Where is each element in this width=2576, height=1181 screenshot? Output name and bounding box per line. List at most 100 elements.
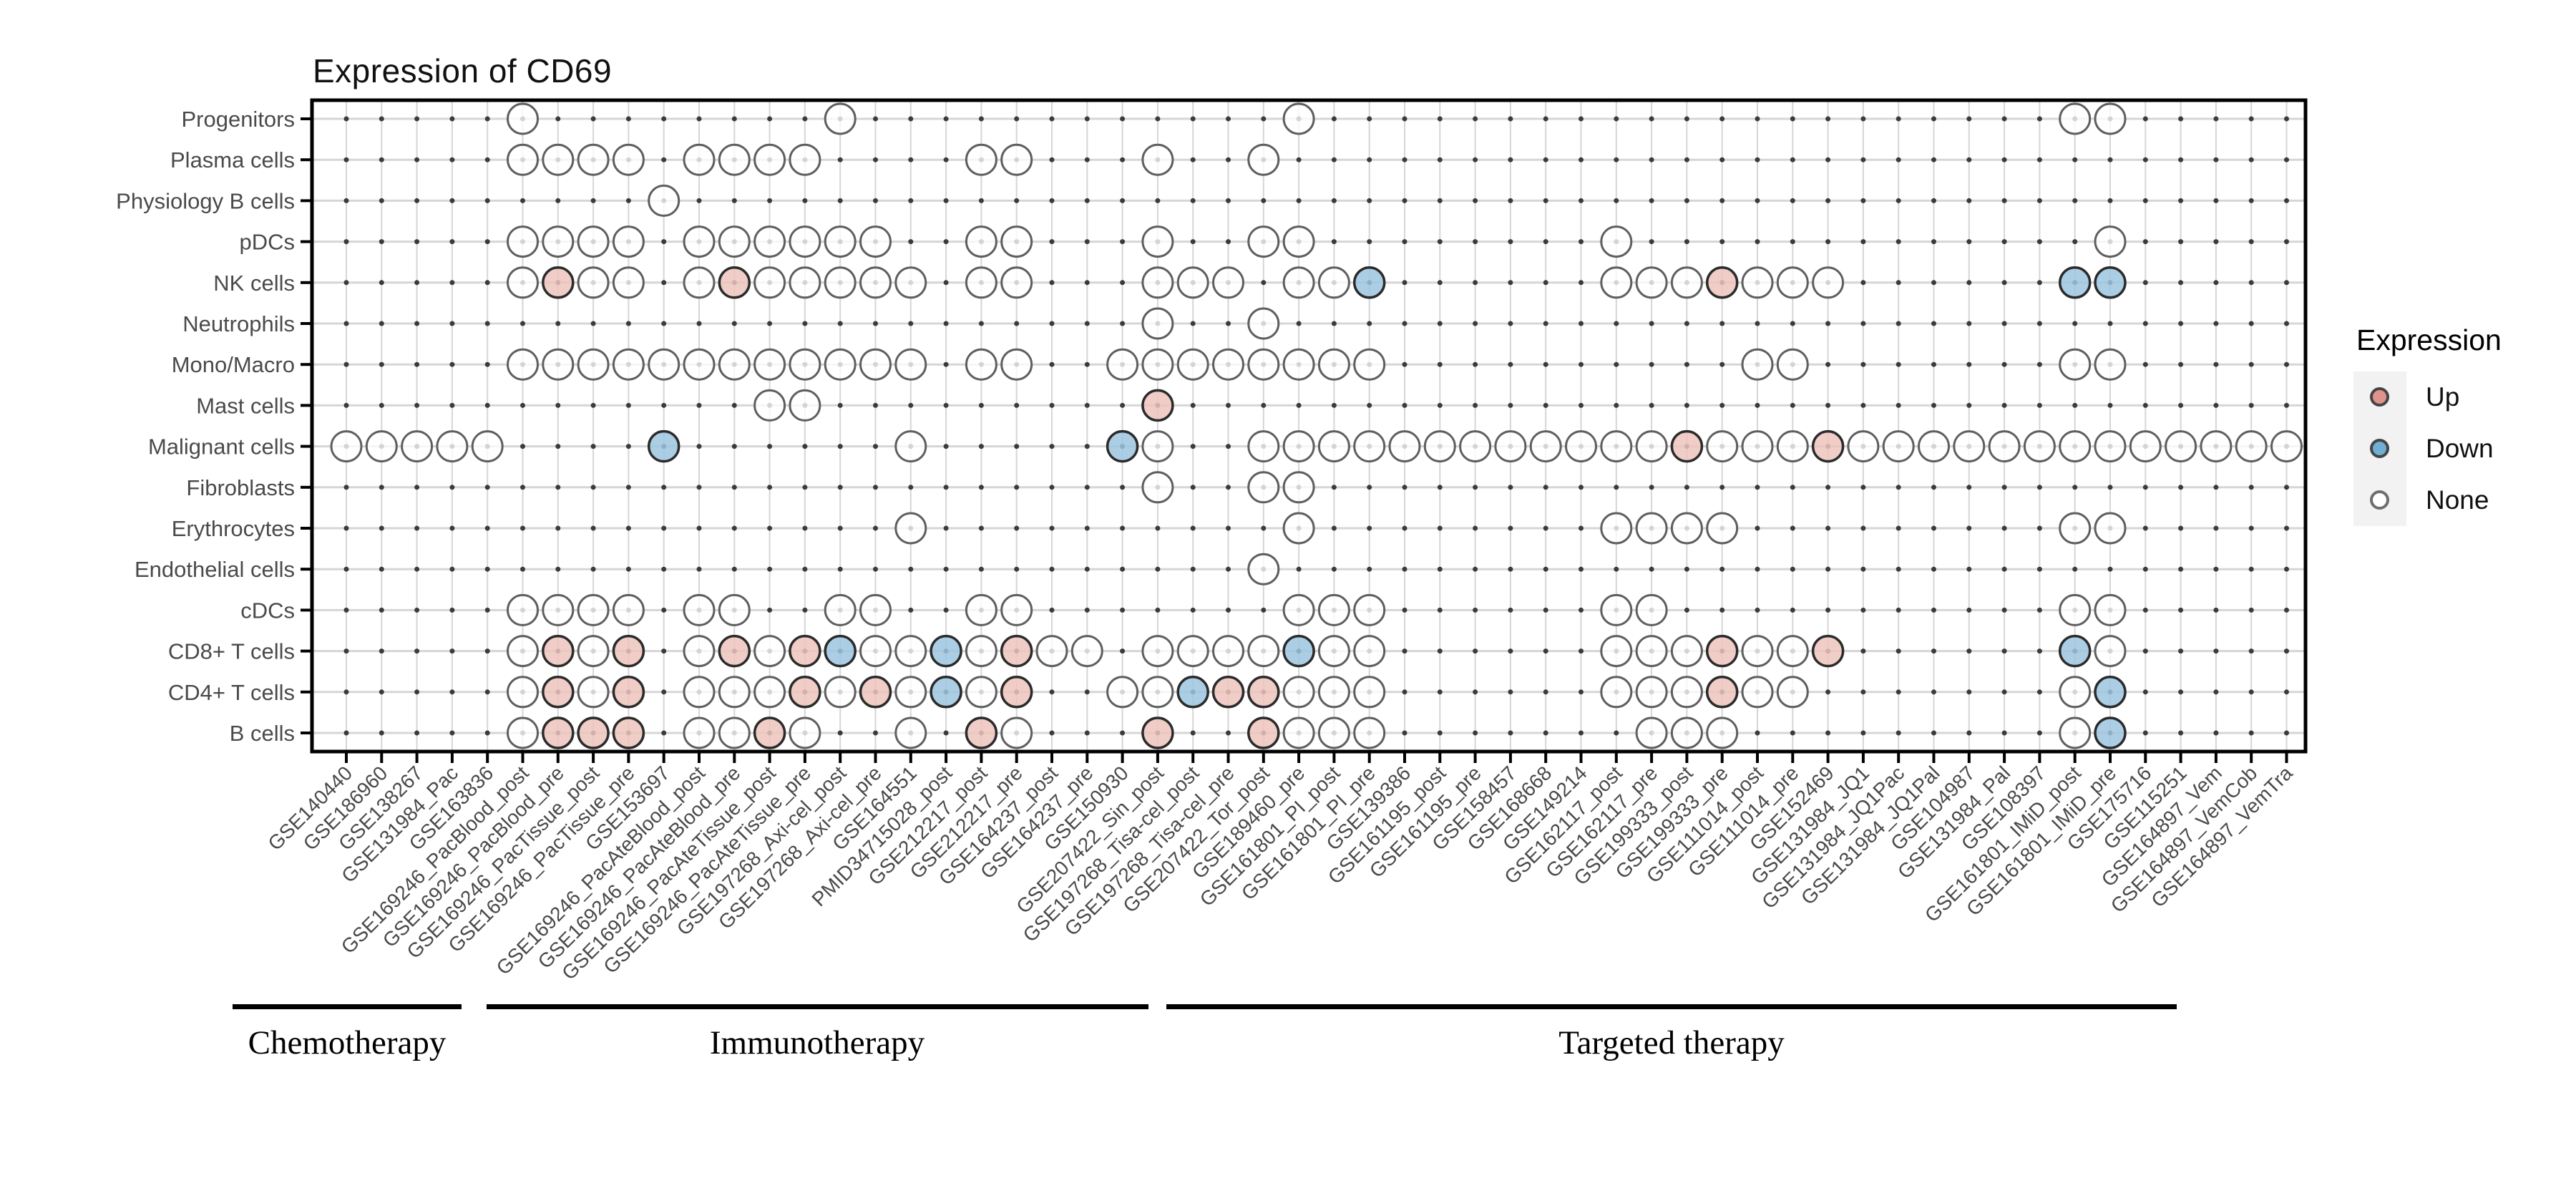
expression-dot-none [1141,348,1174,381]
immunotherapy-group-line [487,1004,1148,1009]
expression-dot-none [753,389,786,422]
expression-dot-none [1141,635,1174,668]
expression-dots [330,102,2303,749]
expression-dot-none [1918,430,1950,463]
expression-dot-none [965,266,997,299]
expression-dot-none [1353,430,1386,463]
expression-dot-none [365,430,398,463]
expression-dot-none [2094,102,2127,135]
expression-dot-none [683,266,716,299]
expression-dot-none [1247,348,1280,381]
expression-dot-none [1247,553,1280,585]
expression-dot-down [1352,266,1386,299]
expression-dot-none [965,348,997,381]
expression-dot-none [577,143,610,176]
expression-dot-none [1000,225,1033,258]
expression-dot-none [753,635,786,668]
expression-dot-none [894,635,927,668]
expression-dot-down [1282,634,1315,668]
chemotherapy-group-line [233,1004,462,1009]
expression-dot-none [648,184,680,217]
expression-dot-none [507,266,539,299]
row-label: Fibroblasts [186,475,295,500]
expression-dot-none [1317,676,1350,709]
expression-dot-up [1247,676,1280,709]
expression-dot-none [577,593,610,626]
expression-dot-none [612,266,645,299]
expression-dot-none [1247,430,1280,463]
expression-dot-none [1141,143,1174,176]
expression-dot-up [1211,676,1245,709]
expression-dot-none [789,389,821,422]
expression-dot-up [1000,676,1033,709]
expression-dot-none [1106,676,1139,709]
expression-dot-none [1212,266,1244,299]
expression-dot-none [1812,266,1845,299]
expression-dot-none [894,266,927,299]
expression-dot-none [718,143,751,176]
expression-dot-none [577,676,610,709]
expression-dot-none [2094,348,2127,381]
expression-dot-none [2094,512,2127,545]
row-label: Mast cells [196,393,295,418]
expression-dot-none [718,225,751,258]
row-label: Mono/Macro [172,352,295,377]
expression-dot-none [1529,430,1562,463]
expression-dot-none [2059,676,2092,709]
expression-dot-none [1741,348,1774,381]
expression-dot-none [2094,430,2127,463]
expression-dot-up [1247,716,1280,749]
expression-dot-none [683,676,716,709]
expression-dot-none [1000,266,1033,299]
row-label: Plasma cells [170,147,295,172]
expression-dot-up [1705,676,1739,709]
expression-dot-none [1635,635,1668,668]
expression-dot-none [2059,102,2092,135]
expression-dot-down [647,429,680,463]
expression-dot-down [1176,676,1209,709]
expression-dot-none [1353,676,1386,709]
expression-dot-none [1423,430,1456,463]
expression-dot-none [2165,430,2197,463]
expression-dot-up [859,676,892,709]
expression-dot-none [1000,348,1033,381]
expression-dot-none [1741,266,1774,299]
expression-dot-none [1635,593,1668,626]
expression-dot-none [436,430,469,463]
group-label-immunotherapy: Immunotherapy [709,1024,925,1061]
expression-dot-none [401,430,434,463]
expression-dot-none [965,676,997,709]
expression-dot-none [1317,430,1350,463]
expression-dot-none [1776,348,1809,381]
targeted-therapy-group-line [1166,1004,2177,1009]
expression-dot-none [1988,430,2021,463]
expression-dot-up [718,634,751,668]
expression-dot-up [1141,389,1174,422]
expression-dot-none [718,676,751,709]
expression-dot-none [1776,676,1809,709]
expression-dot-none [1635,716,1668,749]
expression-dot-none [753,266,786,299]
expression-dot-none [507,716,539,749]
expression-dot-none [471,430,504,463]
expression-dot-none [1459,430,1492,463]
expression-dot-none [683,593,716,626]
row-label: CD8+ T cells [168,639,295,664]
expression-dot-none [1670,512,1703,545]
grid-intersection-dots [343,116,2289,736]
group-label-targeted-therapy: Targeted therapy [1558,1024,1785,1061]
expression-dot-none [859,225,892,258]
expression-dot-none [1000,593,1033,626]
expression-dot-none [1953,430,1986,463]
expression-dot-none [2059,430,2092,463]
expression-dot-none [1353,716,1386,749]
expression-dot-none [1282,348,1315,381]
expression-dot-none [2270,430,2303,463]
expression-dot-none [2094,225,2127,258]
column-labels: GSE140440GSE186960GSE138267GSE131984_Pac… [263,762,2297,984]
expression-dot-none [2059,348,2092,381]
expression-dot-none [1282,430,1315,463]
expression-dot-none [542,225,575,258]
expression-dot-down [2094,716,2127,749]
